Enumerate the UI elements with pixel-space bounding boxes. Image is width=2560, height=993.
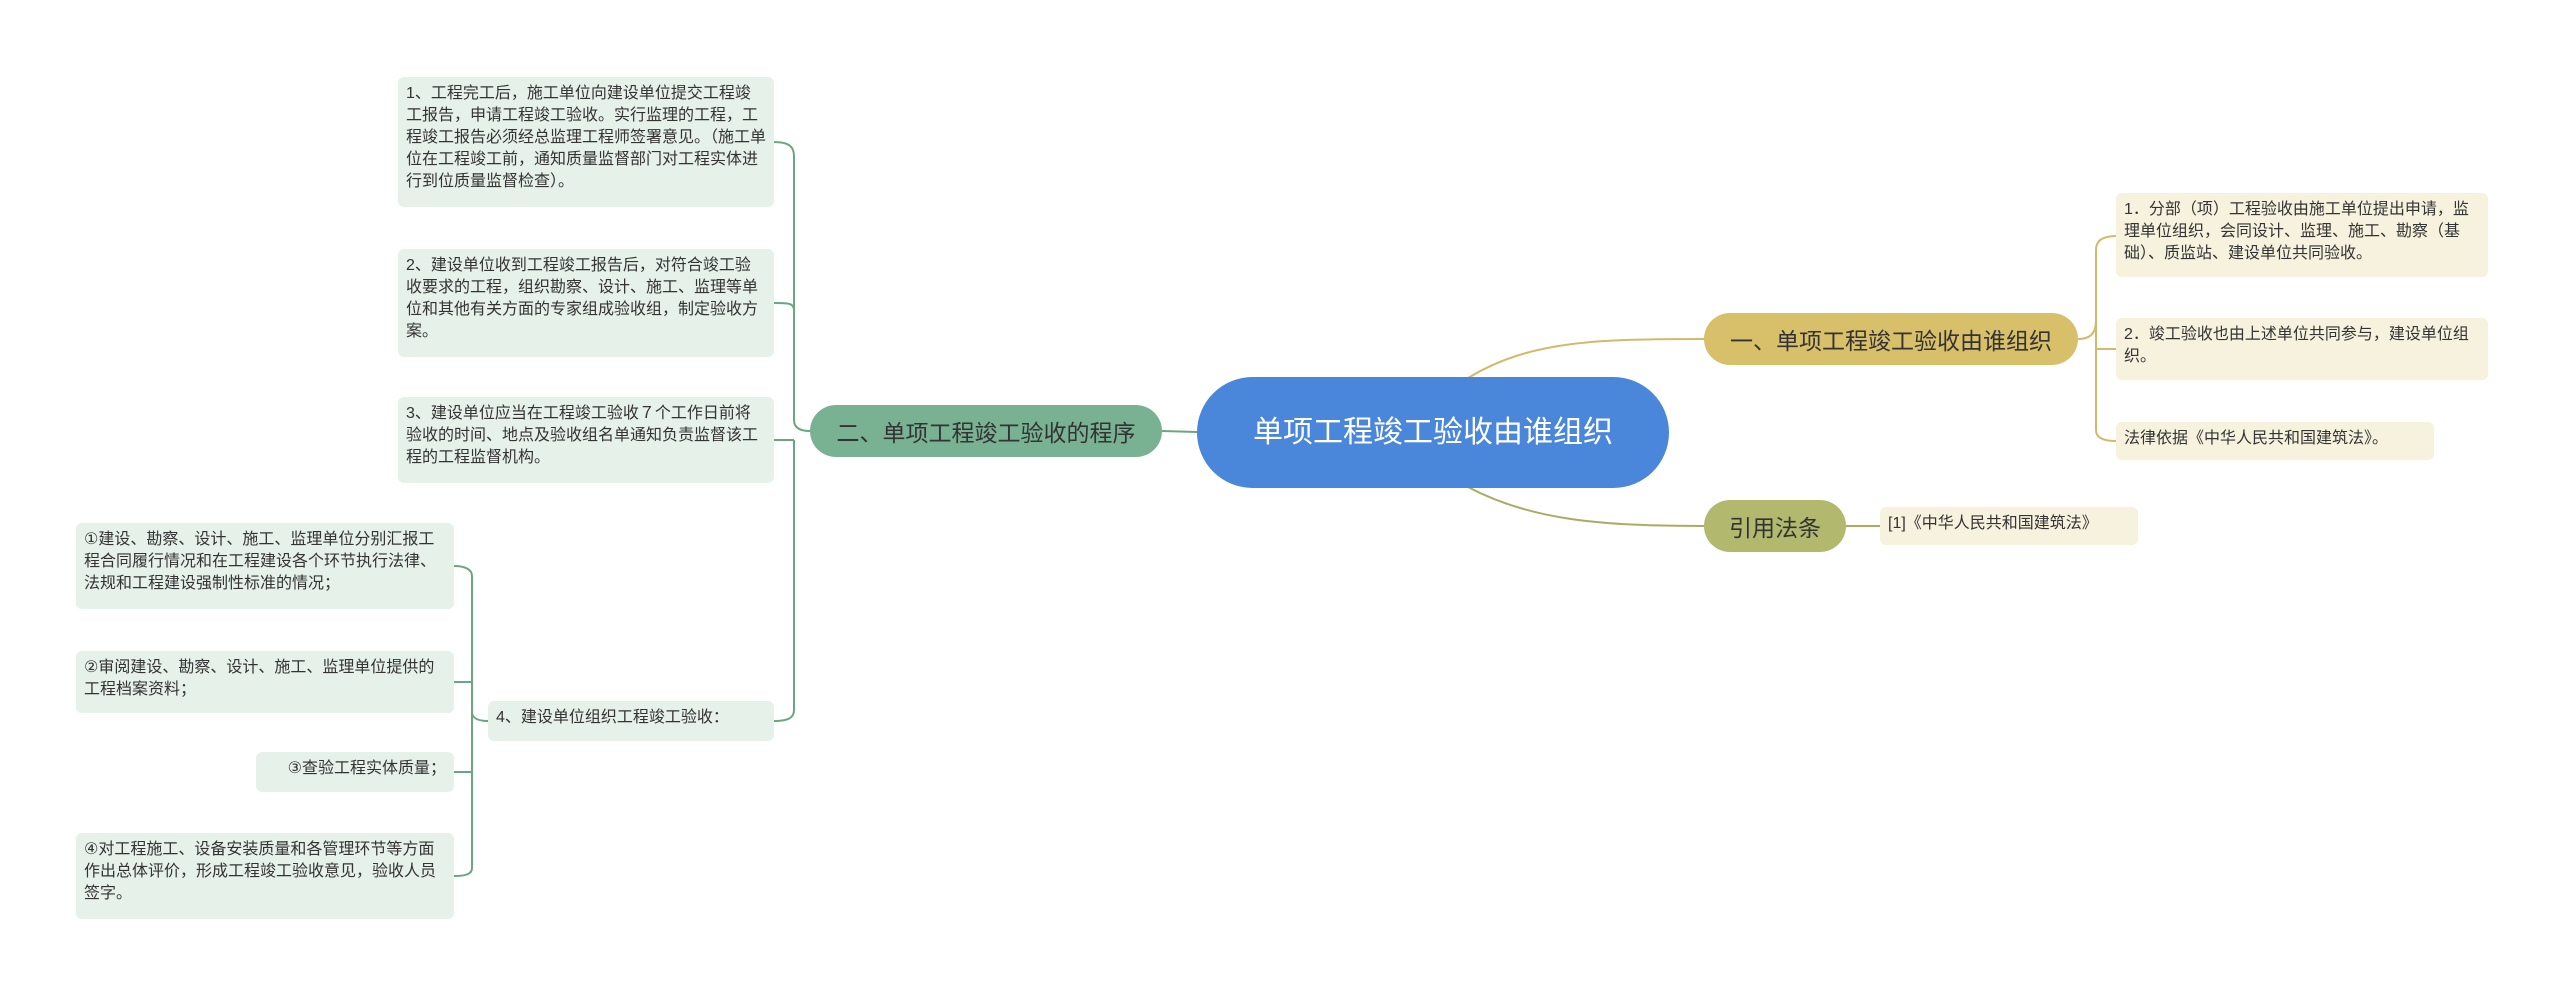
leaf-cited-law-1[interactable]: [1]《中华人民共和国建筑法》 (1880, 507, 2138, 545)
root-topic-label: 单项工程竣工验收由谁组织 (1253, 415, 1613, 449)
leaf-step-4-item-1[interactable]: ①建设、勘察、设计、施工、监理单位分别汇报工程合同履行情况和在工程建设各个环节执… (76, 523, 454, 609)
leaf-text: [1]《中华人民共和国建筑法》 (1888, 515, 2098, 532)
leaf-text: 2、建设单位收到工程竣工报告后，对符合竣工验收要求的工程，组织勘察、设计、施工、… (406, 257, 759, 340)
connector-root-to-branch-2 (1467, 486, 1705, 527)
leaf-text: 4、建设单位组织工程竣工验收： (496, 709, 729, 726)
leaf-text: 法律依据《中华人民共和国建筑法》。 (2124, 430, 2389, 447)
leaf-procedure-step-2[interactable]: 2、建设单位收到工程竣工报告后，对符合竣工验收要求的工程，组织勘察、设计、施工、… (398, 249, 774, 357)
connector-root-to-branch-left (1161, 430, 1198, 433)
connector-branch-1-children (2077, 235, 2117, 442)
leaf-branch-1-item-1[interactable]: 1．分部（项）工程验收由施工单位提出申请，监理单位组织，会同设计、监理、施工、勘… (2116, 193, 2488, 277)
leaf-branch-1-item-3[interactable]: 法律依据《中华人民共和国建筑法》。 (2116, 422, 2434, 460)
connector-step-4-children (453, 565, 489, 877)
leaf-step-4-item-4[interactable]: ④对工程施工、设备安装质量和各管理环节等方面作出总体评价，形成工程竣工验收意见，… (76, 833, 454, 919)
branch-cited-law[interactable]: 引用法条 (1704, 500, 1846, 552)
leaf-step-4-item-3[interactable]: ③查验工程实体质量； (256, 752, 454, 792)
leaf-text: 1．分部（项）工程验收由施工单位提出申请，监理单位组织，会同设计、监理、施工、勘… (2124, 201, 2469, 262)
leaf-text: ④对工程施工、设备安装质量和各管理环节等方面作出总体评价，形成工程竣工验收意见，… (84, 841, 437, 902)
leaf-step-4-item-2[interactable]: ②审阅建设、勘察、设计、施工、监理单位提供的工程档案资料； (76, 651, 454, 713)
branch-who-organizes[interactable]: 一、单项工程竣工验收由谁组织 (1704, 313, 2078, 365)
branch-label: 一、单项工程竣工验收由谁组织 (1730, 328, 2052, 354)
leaf-procedure-step-3[interactable]: 3、建设单位应当在工程竣工验收７个工作日前将验收的时间、地点及验收组名单通知负责… (398, 397, 774, 483)
leaf-text: ②审阅建设、勘察、设计、施工、监理单位提供的工程档案资料； (84, 659, 435, 698)
branch-label: 引用法条 (1729, 515, 1821, 541)
connector-branch-left-children (773, 141, 811, 722)
leaf-text: ①建设、勘察、设计、施工、监理单位分别汇报工程合同履行情况和在工程建设各个环节执… (84, 531, 437, 592)
leaf-text: ③查验工程实体质量； (287, 760, 446, 777)
leaf-text: 1、工程完工后，施工单位向建设单位提交工程竣工报告，申请工程竣工验收。实行监理的… (406, 85, 767, 190)
root-topic[interactable]: 单项工程竣工验收由谁组织 (1197, 377, 1669, 488)
leaf-text: 3、建设单位应当在工程竣工验收７个工作日前将验收的时间、地点及验收组名单通知负责… (406, 405, 759, 466)
leaf-branch-1-item-2[interactable]: 2．竣工验收也由上述单位共同参与，建设单位组织。 (2116, 318, 2488, 380)
leaf-procedure-step-1[interactable]: 1、工程完工后，施工单位向建设单位提交工程竣工报告，申请工程竣工验收。实行监理的… (398, 77, 774, 207)
connector-root-to-branch-1 (1467, 338, 1705, 379)
branch-label: 二、单项工程竣工验收的程序 (836, 420, 1136, 446)
branch-procedure[interactable]: 二、单项工程竣工验收的程序 (810, 405, 1162, 457)
leaf-text: 2．竣工验收也由上述单位共同参与，建设单位组织。 (2124, 326, 2469, 365)
leaf-procedure-step-4[interactable]: 4、建设单位组织工程竣工验收： (488, 701, 774, 741)
